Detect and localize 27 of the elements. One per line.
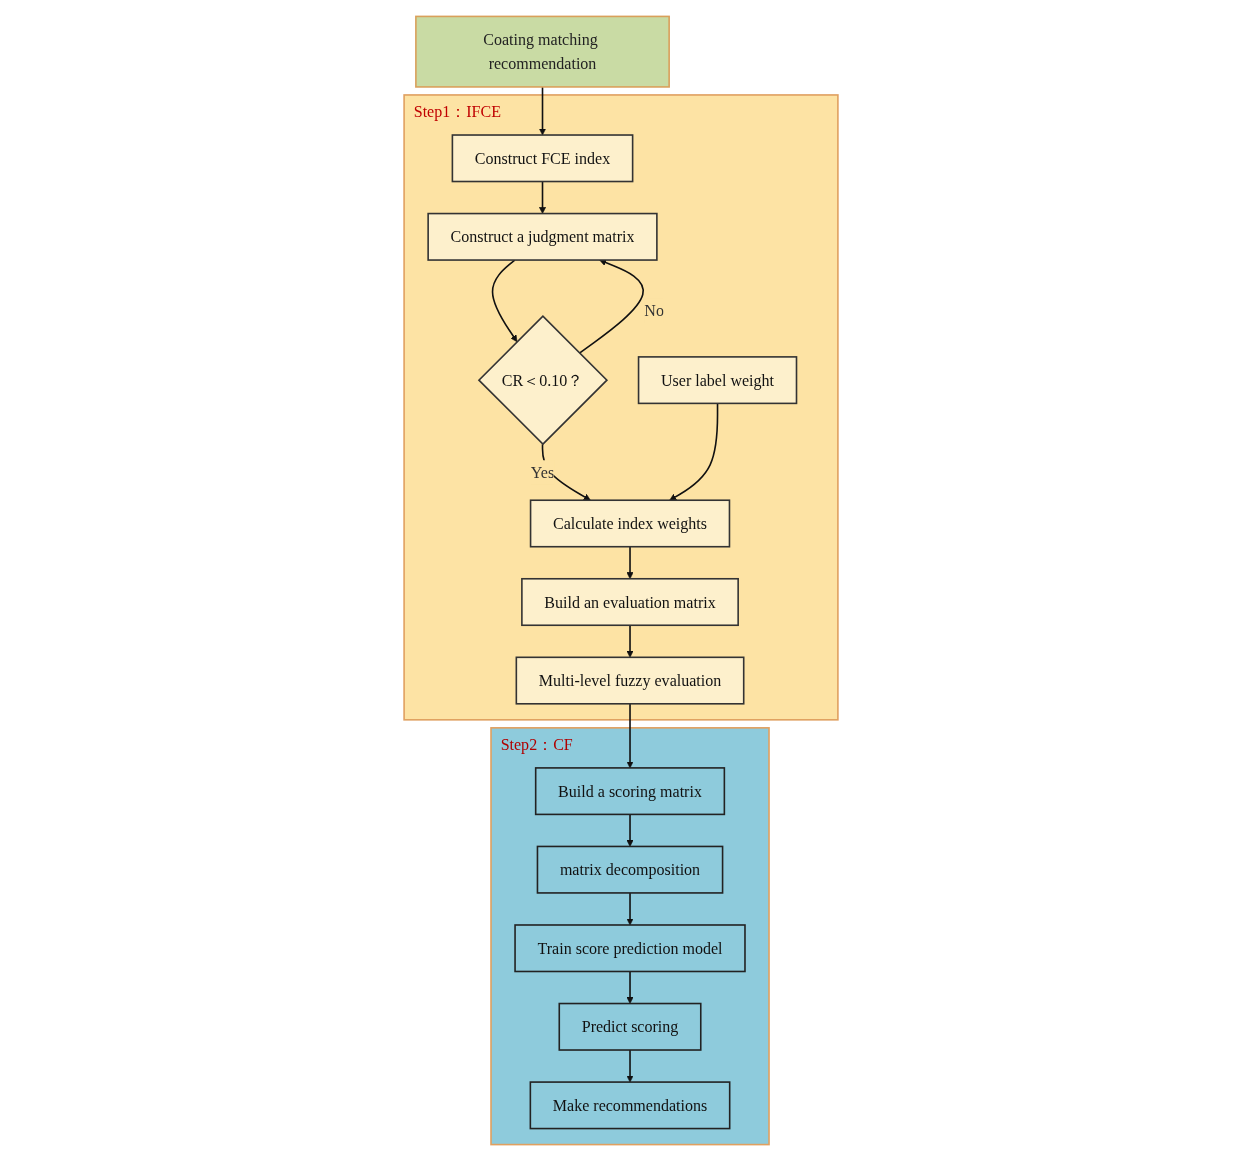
arrow — [626, 970, 634, 1004]
arrow — [539, 180, 547, 214]
arrow — [626, 892, 634, 926]
arrow — [539, 86, 547, 136]
node-box: Calculate index weights — [529, 499, 731, 548]
edge-label: No — [644, 301, 664, 320]
arrow — [626, 813, 634, 847]
arrow — [626, 1049, 634, 1083]
edge-label: Yes — [530, 463, 555, 481]
arrow — [578, 259, 644, 354]
arrow — [626, 703, 634, 769]
node-box: Multi-level fuzzy evaluation — [515, 656, 745, 705]
arrow — [669, 402, 719, 501]
node-diamond: CR＜0.10？ — [477, 315, 609, 446]
node-box: matrix decomposition — [536, 845, 724, 894]
node-box: Train score prediction model — [514, 924, 746, 973]
node-box: Predict scoring — [558, 1002, 702, 1051]
node-box: Construct FCE index — [451, 134, 634, 183]
node-box: Construct a judgment matrix — [427, 212, 658, 261]
node-box: Make recommendations — [529, 1081, 731, 1130]
arrow — [491, 259, 518, 342]
arrow — [626, 545, 634, 580]
node-box: Build an evaluation matrix — [521, 577, 739, 627]
node-box: User label weight — [637, 356, 798, 405]
node-box: Coating matching recommendation — [415, 15, 670, 88]
node-box: Build a scoring matrix — [534, 767, 726, 816]
arrow — [626, 624, 634, 658]
